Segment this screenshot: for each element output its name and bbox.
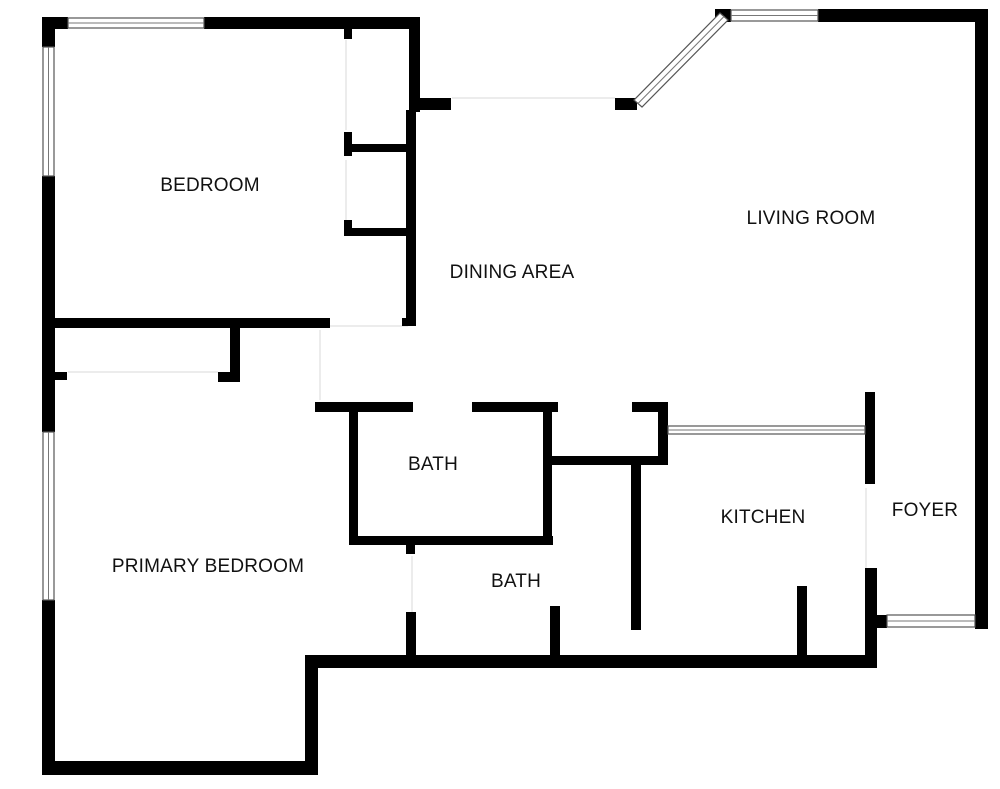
wall-bath-top-left xyxy=(315,402,413,412)
wall-primary-left-lower xyxy=(42,600,55,775)
wall-closet-jamb-1 xyxy=(344,132,352,156)
window-primary-left xyxy=(42,431,55,601)
wall-bath-top-right xyxy=(632,402,668,412)
room-labels: BEDROOM LIVING ROOM DINING AREA BATH KIT… xyxy=(112,175,958,592)
room-label-bedroom: BEDROOM xyxy=(160,175,260,196)
room-label-living-room: LIVING ROOM xyxy=(747,208,876,229)
wall-right-outer xyxy=(975,9,988,629)
wall-bath-left xyxy=(349,402,358,544)
window-bedroom-top xyxy=(67,17,205,29)
wall-living-stub-left xyxy=(615,98,637,110)
wall-lower-bath-left-stub xyxy=(406,612,416,662)
wall-bedroom-bottom-right-stub xyxy=(402,318,416,326)
wall-closet-hall-bottom xyxy=(543,456,668,465)
room-label-kitchen: KITCHEN xyxy=(721,507,806,528)
wall-closet-primary-left-jamb xyxy=(55,372,67,380)
wall-dining-stub-left xyxy=(409,98,451,110)
wall-foyer-door-jamb xyxy=(865,615,887,628)
wall-bath-bottom xyxy=(349,536,553,545)
wall-foyer-left-upper xyxy=(865,392,875,484)
window-bedroom-left xyxy=(42,46,55,177)
wall-primary-step xyxy=(305,655,318,775)
wall-lower-bath-jamb xyxy=(406,545,415,554)
wall-kitchen-right-stub xyxy=(797,586,807,662)
room-label-bath-upper: BATH xyxy=(408,454,458,475)
wall-lower-bath-right-stub xyxy=(550,606,560,662)
wall-closet-primary-right xyxy=(230,318,240,380)
wall-bedroom-top-right xyxy=(204,17,420,29)
wall-bath-right xyxy=(543,402,552,544)
wall-closet-primary-jamb xyxy=(218,372,240,382)
wall-primary-bottom xyxy=(42,761,318,775)
wall-bath-top-mid xyxy=(472,402,558,412)
window-foyer-bottom xyxy=(886,614,976,628)
walls xyxy=(42,9,988,775)
wall-closet-divider-2 xyxy=(344,228,410,236)
doorway-openings xyxy=(68,40,867,612)
wall-bedroom-right-upper xyxy=(409,17,420,112)
wall-closet-divider-1 xyxy=(344,144,410,152)
room-label-primary-bedroom: PRIMARY BEDROOM xyxy=(112,556,304,577)
wall-bedroom-right-lower xyxy=(406,110,416,326)
wall-top-right xyxy=(818,9,988,22)
wall-closet-jamb-2 xyxy=(344,220,352,236)
wall-closet-hall-right xyxy=(658,402,668,465)
window-living-top xyxy=(730,9,819,22)
wall-primary-left-upper xyxy=(42,318,55,432)
windows xyxy=(42,9,976,628)
wall-closet-top-stub xyxy=(344,29,352,39)
wall-bedroom-left-top xyxy=(42,17,55,47)
window-living-angled xyxy=(633,12,729,108)
window-kitchen-pass xyxy=(667,425,866,435)
room-label-foyer: FOYER xyxy=(892,500,958,521)
room-label-bath-lower: BATH xyxy=(491,571,541,592)
room-label-dining-area: DINING AREA xyxy=(450,262,575,283)
wall-bedroom-bottom xyxy=(42,318,330,328)
wall-kitchen-left xyxy=(631,460,641,630)
wall-bottom-main xyxy=(305,655,877,668)
